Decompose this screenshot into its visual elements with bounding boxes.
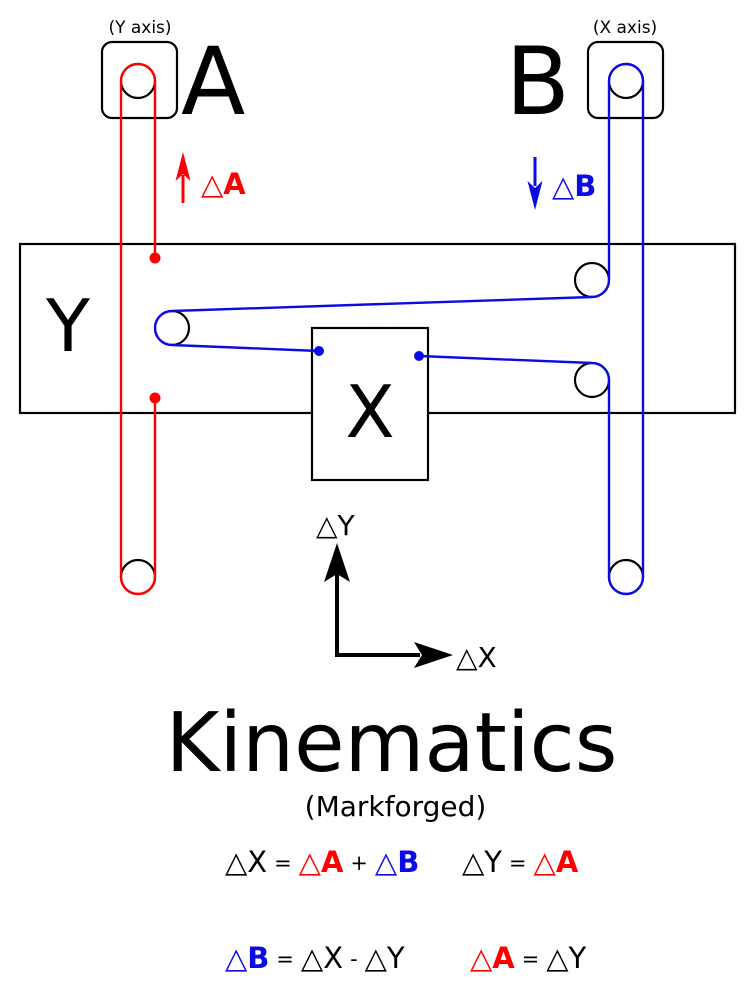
eq-x-term-a: △A bbox=[298, 845, 344, 879]
equation-delta-a: △A=△Y bbox=[470, 941, 586, 976]
motor-b-letter: B bbox=[506, 28, 571, 137]
delta-b-arrow-head-icon bbox=[527, 181, 543, 210]
axis-x-arrow-head-icon bbox=[414, 642, 453, 668]
belt-b-anchor-right bbox=[414, 351, 424, 361]
eq-x-plus: + bbox=[350, 851, 368, 875]
belt-b-path bbox=[153, 62, 645, 596]
eq-y-equals: = bbox=[509, 851, 527, 875]
eq-b-term-y: △Y bbox=[364, 941, 405, 975]
equation-delta-b: △B=△X-△Y bbox=[225, 941, 405, 976]
x-carriage-rect bbox=[310, 326, 430, 482]
belt-a-anchor-bottom bbox=[149, 392, 161, 404]
belt-path-drawing: △A △B (Y axis) (X axis) A B Y X △Y △X bbox=[18, 18, 737, 674]
motor-b-axis-note: (X axis) bbox=[593, 18, 657, 38]
eq-x-equals: = bbox=[274, 851, 292, 875]
eq-b-minus: - bbox=[350, 947, 358, 971]
delta-a-label: △A bbox=[201, 167, 246, 201]
belt-a-anchor-top bbox=[149, 252, 161, 264]
eq-y-lhs: △Y bbox=[462, 845, 503, 879]
axis-y-arrow-head-icon bbox=[324, 543, 350, 582]
eq-b-lhs: △B bbox=[225, 941, 270, 975]
page-title: Kinematics bbox=[165, 696, 618, 791]
belt-b-anchor-left bbox=[314, 346, 324, 356]
eq-b-term-x: △X bbox=[300, 941, 344, 975]
motor-a-axis-note: (Y axis) bbox=[108, 18, 171, 38]
page-subtitle: (Markforged) bbox=[304, 790, 487, 823]
equation-delta-x: △X=△A+△B bbox=[225, 845, 419, 880]
eq-a-term-y: △Y bbox=[546, 941, 587, 975]
eq-x-lhs: △X bbox=[225, 845, 268, 879]
motor-a-letter: A bbox=[181, 28, 245, 137]
eq-y-term-a: △A bbox=[533, 845, 579, 879]
x-carriage-label: X bbox=[345, 370, 394, 454]
belt-a-path bbox=[119, 62, 157, 596]
eq-b-equals: = bbox=[276, 947, 294, 971]
delta-b-label: △B bbox=[552, 169, 596, 203]
delta-a-arrow-head-icon bbox=[175, 152, 191, 181]
y-gantry-label: Y bbox=[45, 284, 91, 368]
eq-x-term-b: △B bbox=[374, 845, 420, 879]
axis-y-label: △Y bbox=[316, 509, 356, 542]
eq-a-lhs: △A bbox=[470, 941, 515, 975]
eq-a-equals: = bbox=[521, 947, 540, 971]
axis-x-label: △X bbox=[456, 641, 497, 674]
equation-delta-y: △Y=△A bbox=[462, 845, 578, 880]
